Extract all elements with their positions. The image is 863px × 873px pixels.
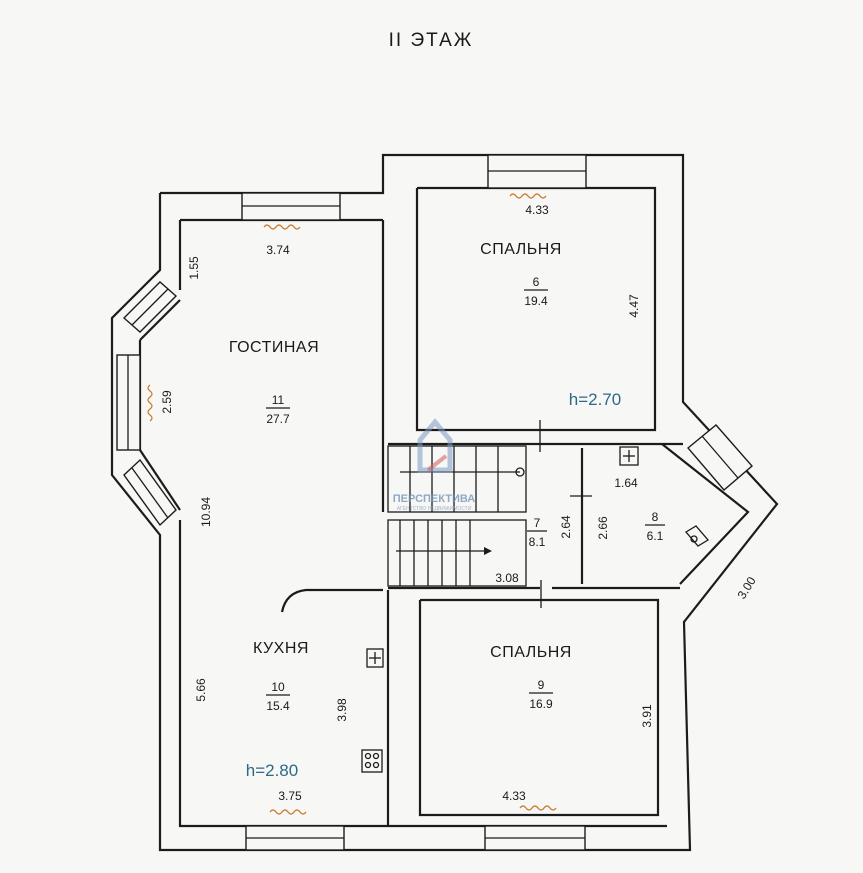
watermark-text: ПЕРСПЕКТИВА xyxy=(393,493,476,505)
room-bedroom-top-name: СПАЛЬНЯ xyxy=(480,241,562,258)
dim-living-left-upper: 1.55 xyxy=(187,256,201,280)
dimension-labels: 3.74 1.55 2.59 10.94 5.66 3.98 3.75 4.33… xyxy=(160,203,759,803)
dim-diagonal-wall: 3.00 xyxy=(734,574,758,602)
dim-bedroom-top-width: 4.33 xyxy=(525,203,549,217)
dim-bedroom-bottom-height: 3.91 xyxy=(640,704,654,728)
radiators xyxy=(147,193,557,815)
watermark-subtext: АГЕНТСТВО НЕДВИЖИМОСТИ xyxy=(397,506,472,512)
room-bath-area: 6.1 xyxy=(647,529,664,543)
ceiling-height-lower: h=2.80 xyxy=(246,761,298,780)
room-living-number: 11 xyxy=(272,393,285,407)
room-bath-number: 8 xyxy=(652,510,659,524)
plan-title: II ЭТАЖ xyxy=(389,30,474,51)
windows xyxy=(116,154,753,851)
room-bedroom-bottom-name: СПАЛЬНЯ xyxy=(490,644,572,661)
bath-sink-icon xyxy=(619,446,639,466)
interior-walls xyxy=(280,186,750,826)
watermark: ПЕРСПЕКТИВА АГЕНТСТВО НЕДВИЖИМОСТИ xyxy=(393,418,476,512)
room-bedroom-top-number: 6 xyxy=(533,275,540,289)
dim-hall-height: 2.64 xyxy=(559,515,573,539)
room-labels: ГОСТИНАЯ 11 27.7 СПАЛЬНЯ 6 19.4 КУХНЯ 10… xyxy=(229,241,665,713)
room-living-area: 27.7 xyxy=(266,412,290,426)
room-kitchen-area: 15.4 xyxy=(266,699,290,713)
room-bedroom-bottom-number: 9 xyxy=(538,678,545,692)
stove-icon xyxy=(361,749,383,773)
dim-bay-window: 2.59 xyxy=(160,390,174,414)
fixtures xyxy=(361,420,709,773)
dim-bedroom-bottom-width: 4.33 xyxy=(502,789,526,803)
room-bedroom-bottom-area: 16.9 xyxy=(529,697,553,711)
dim-hall-width: 3.08 xyxy=(495,571,519,585)
stairs xyxy=(387,445,527,587)
ceiling-height-upper: h=2.70 xyxy=(569,390,621,409)
dim-living-top: 3.74 xyxy=(266,243,290,257)
dim-kitchen-bottom: 3.75 xyxy=(278,789,302,803)
kitchen-sink-icon xyxy=(366,648,384,668)
dim-bath-height: 2.66 xyxy=(596,516,610,540)
dim-kitchen-left: 5.66 xyxy=(194,678,208,702)
room-bedroom-top-area: 19.4 xyxy=(524,294,548,308)
room-kitchen-number: 10 xyxy=(271,680,285,694)
room-hall-area: 8.1 xyxy=(529,535,546,549)
dim-bath-width: 1.64 xyxy=(614,476,638,490)
dim-bedroom-top-height: 4.47 xyxy=(627,294,641,318)
dim-living-kitchen-left: 10.94 xyxy=(199,497,213,527)
dim-kitchen-right: 3.98 xyxy=(335,698,349,722)
stair-direction-arrow xyxy=(484,547,492,555)
room-hall-number: 7 xyxy=(534,516,541,530)
room-living-name: ГОСТИНАЯ xyxy=(229,339,319,356)
watermark-logo-icon xyxy=(417,418,453,473)
toilet-icon xyxy=(685,525,709,547)
room-kitchen-name: КУХНЯ xyxy=(253,640,309,657)
